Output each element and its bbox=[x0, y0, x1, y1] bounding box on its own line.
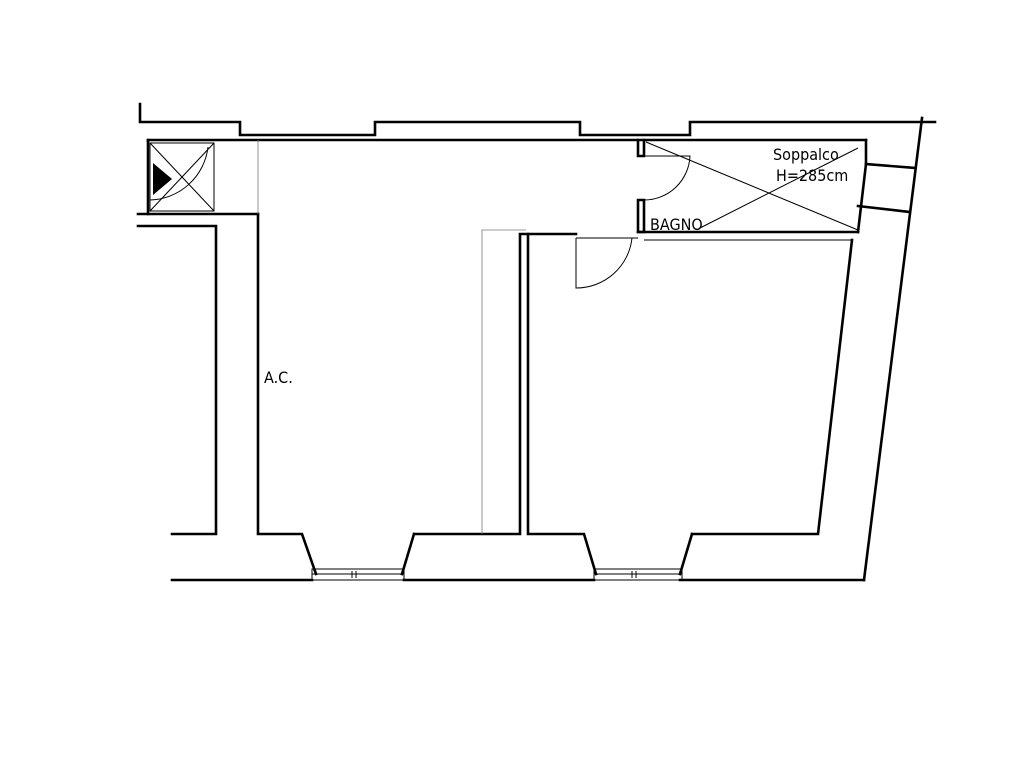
dashed-guide bbox=[481, 229, 526, 534]
bathroom-left-wall-bottom bbox=[636, 198, 646, 234]
bathroom-label: BAGNO bbox=[650, 215, 703, 234]
shaft-arrow-icon bbox=[153, 163, 172, 195]
loft-height-label: H=285cm bbox=[776, 166, 848, 185]
shaft-cross-b bbox=[149, 142, 215, 212]
loft-right-wall-link bbox=[856, 162, 868, 234]
corridor-top-wall bbox=[146, 138, 868, 143]
ac-room-right-wall bbox=[412, 232, 578, 536]
loft-right-wall-top bbox=[864, 138, 917, 170]
right-outer-wall bbox=[862, 116, 924, 582]
window-left bbox=[311, 532, 416, 581]
right-room-left-wall bbox=[526, 232, 598, 576]
ac-room-label: A.C. bbox=[264, 368, 293, 387]
loft-cross-a bbox=[645, 141, 859, 231]
shaft-door-arc bbox=[149, 146, 209, 201]
left-neighbor-wall bbox=[136, 224, 218, 536]
window-right bbox=[593, 532, 694, 581]
right-room-door-arc bbox=[575, 237, 633, 289]
ac-room-left-wall bbox=[256, 212, 318, 576]
shaft-box bbox=[149, 142, 215, 212]
bathroom-door-arc bbox=[643, 155, 691, 201]
loft-cross-b bbox=[699, 147, 859, 229]
loft-name-label: Soppalco bbox=[773, 145, 839, 164]
top-outer-boundary bbox=[138, 102, 937, 137]
right-room-bottom-wall bbox=[690, 238, 854, 536]
loft-right-wall-bottom bbox=[856, 204, 912, 214]
bathroom-left-wall-top bbox=[636, 138, 646, 158]
